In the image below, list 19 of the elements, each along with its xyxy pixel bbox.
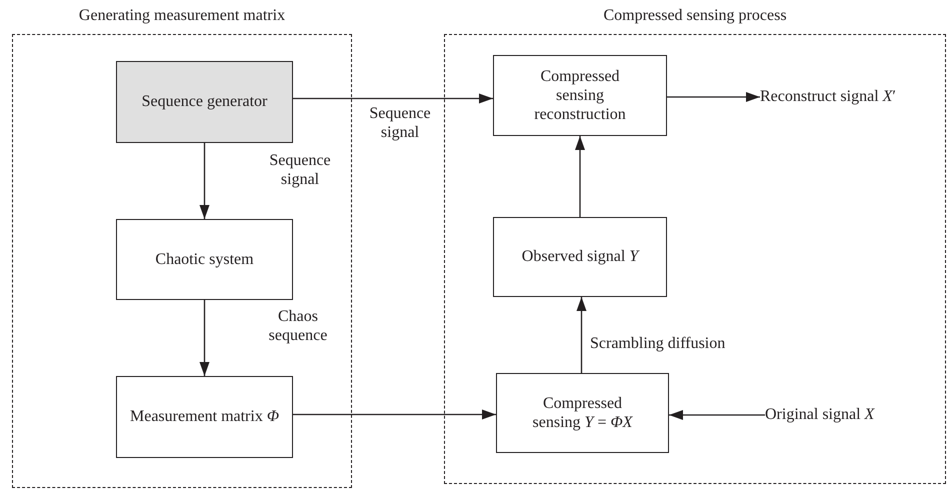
process-box: Sequence generator	[116, 61, 293, 143]
arrow	[669, 410, 765, 420]
process-box: Compressed sensing Y = ΦX	[496, 373, 669, 453]
signal-label: Original signal X	[765, 403, 915, 427]
signal-label: Reconstruct signal X′	[760, 85, 944, 109]
group-heading: Compressed sensing process	[603, 6, 787, 26]
arrow	[576, 297, 586, 373]
arrow	[667, 92, 760, 102]
group-heading: Generating measurement matrix	[78, 6, 286, 26]
process-box: Chaotic system	[116, 219, 293, 300]
process-box: Measurement matrix Φ	[116, 376, 293, 458]
arrow	[293, 94, 493, 104]
arrow	[575, 136, 585, 217]
arrow	[200, 143, 210, 219]
process-box: Compressed sensing reconstruction	[493, 55, 667, 136]
process-box: Observed signal Y	[493, 217, 667, 297]
arrow	[293, 410, 496, 420]
edge-label: Scrambling diffusion	[588, 334, 728, 354]
arrow	[200, 300, 210, 376]
